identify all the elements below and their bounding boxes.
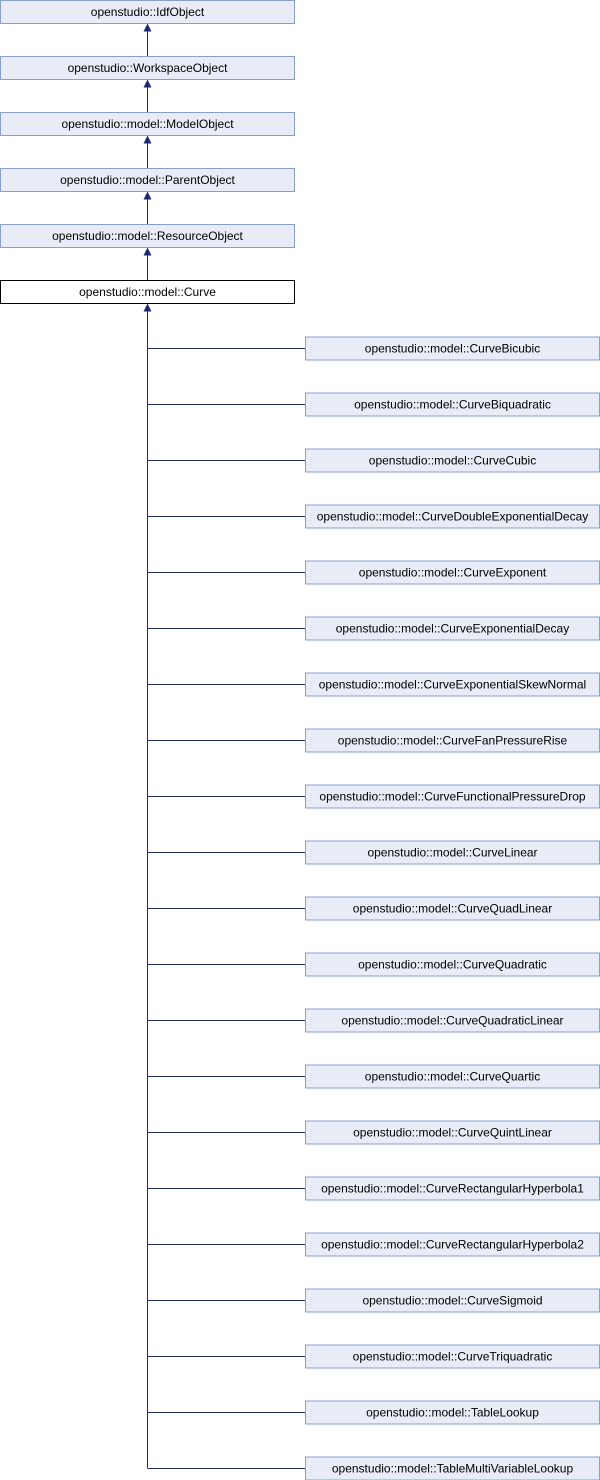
child-node-17[interactable]: openstudio::model::CurveSigmoid	[305, 1288, 600, 1313]
child-node-18-label: openstudio::model::CurveTriquadratic	[353, 1350, 553, 1364]
current-class-node-label: openstudio::model::Curve	[79, 285, 216, 299]
child-node-3[interactable]: openstudio::model::CurveDoubleExponentia…	[305, 504, 600, 529]
child-node-5-label: openstudio::model::CurveExponentialDecay	[336, 622, 569, 636]
ancestor-node-3[interactable]: openstudio::model::ParentObject	[0, 168, 295, 192]
child-node-19[interactable]: openstudio::model::TableLookup	[305, 1400, 600, 1425]
child-node-9-label: openstudio::model::CurveLinear	[367, 846, 537, 860]
ancestor-node-0-label: openstudio::IdfObject	[91, 5, 205, 19]
child-node-2-label: openstudio::model::CurveCubic	[369, 454, 536, 468]
child-node-1-label: openstudio::model::CurveBiquadratic	[354, 398, 551, 412]
ancestor-node-2[interactable]: openstudio::model::ModelObject	[0, 112, 295, 136]
child-node-9[interactable]: openstudio::model::CurveLinear	[305, 840, 600, 865]
ancestor-node-3-label: openstudio::model::ParentObject	[60, 173, 235, 187]
ancestor-node-4[interactable]: openstudio::model::ResourceObject	[0, 224, 295, 248]
child-node-0-label: openstudio::model::CurveBicubic	[365, 342, 540, 356]
child-node-7[interactable]: openstudio::model::CurveFanPressureRise	[305, 728, 600, 753]
child-node-20[interactable]: openstudio::model::TableMultiVariableLoo…	[305, 1456, 600, 1480]
child-node-10-label: openstudio::model::CurveQuadLinear	[353, 902, 552, 916]
ancestor-node-1[interactable]: openstudio::WorkspaceObject	[0, 56, 295, 80]
child-node-17-label: openstudio::model::CurveSigmoid	[362, 1294, 542, 1308]
child-node-11-label: openstudio::model::CurveQuadratic	[358, 958, 547, 972]
child-node-1[interactable]: openstudio::model::CurveBiquadratic	[305, 392, 600, 417]
child-node-6[interactable]: openstudio::model::CurveExponentialSkewN…	[305, 672, 600, 697]
child-node-20-label: openstudio::model::TableMultiVariableLoo…	[332, 1462, 574, 1476]
child-node-15[interactable]: openstudio::model::CurveRectangularHyper…	[305, 1176, 600, 1201]
current-class-node: openstudio::model::Curve	[0, 280, 295, 304]
child-node-6-label: openstudio::model::CurveExponentialSkewN…	[319, 678, 586, 692]
ancestor-node-4-box	[0, 224, 295, 248]
child-node-2[interactable]: openstudio::model::CurveCubic	[305, 448, 600, 473]
child-node-15-label: openstudio::model::CurveRectangularHyper…	[321, 1182, 584, 1196]
child-node-11[interactable]: openstudio::model::CurveQuadratic	[305, 952, 600, 977]
child-node-14-label: openstudio::model::CurveQuintLinear	[353, 1126, 552, 1140]
child-node-3-label: openstudio::model::CurveDoubleExponentia…	[317, 510, 589, 524]
child-node-14[interactable]: openstudio::model::CurveQuintLinear	[305, 1120, 600, 1145]
child-node-13-label: openstudio::model::CurveQuartic	[365, 1070, 540, 1084]
child-node-12[interactable]: openstudio::model::CurveQuadraticLinear	[305, 1008, 600, 1033]
current-class-node-box	[0, 280, 295, 304]
child-node-5[interactable]: openstudio::model::CurveExponentialDecay	[305, 616, 600, 641]
inheritance-edges	[143, 23, 306, 1469]
child-node-10[interactable]: openstudio::model::CurveQuadLinear	[305, 896, 600, 921]
ancestor-node-3-box	[0, 168, 295, 192]
child-node-7-label: openstudio::model::CurveFanPressureRise	[338, 734, 568, 748]
ancestor-node-1-label: openstudio::WorkspaceObject	[68, 61, 229, 75]
child-node-12-label: openstudio::model::CurveQuadraticLinear	[341, 1014, 563, 1028]
child-node-18[interactable]: openstudio::model::CurveTriquadratic	[305, 1344, 600, 1369]
child-node-19-label: openstudio::model::TableLookup	[366, 1406, 539, 1420]
ancestor-node-2-label: openstudio::model::ModelObject	[61, 117, 234, 131]
ancestor-node-0[interactable]: openstudio::IdfObject	[0, 0, 295, 24]
ancestor-node-4-label: openstudio::model::ResourceObject	[52, 229, 243, 243]
child-node-8-label: openstudio::model::CurveFunctionalPressu…	[319, 790, 585, 804]
ancestor-node-2-box	[0, 112, 295, 136]
child-node-13[interactable]: openstudio::model::CurveQuartic	[305, 1064, 600, 1089]
child-node-8[interactable]: openstudio::model::CurveFunctionalPressu…	[305, 784, 600, 809]
child-node-4-label: openstudio::model::CurveExponent	[359, 566, 547, 580]
child-node-4[interactable]: openstudio::model::CurveExponent	[305, 560, 600, 585]
child-node-16-label: openstudio::model::CurveRectangularHyper…	[321, 1238, 584, 1252]
child-node-16[interactable]: openstudio::model::CurveRectangularHyper…	[305, 1232, 600, 1257]
ancestor-node-0-box	[0, 0, 295, 24]
child-node-0[interactable]: openstudio::model::CurveBicubic	[305, 336, 600, 361]
ancestor-node-1-box	[0, 56, 295, 80]
